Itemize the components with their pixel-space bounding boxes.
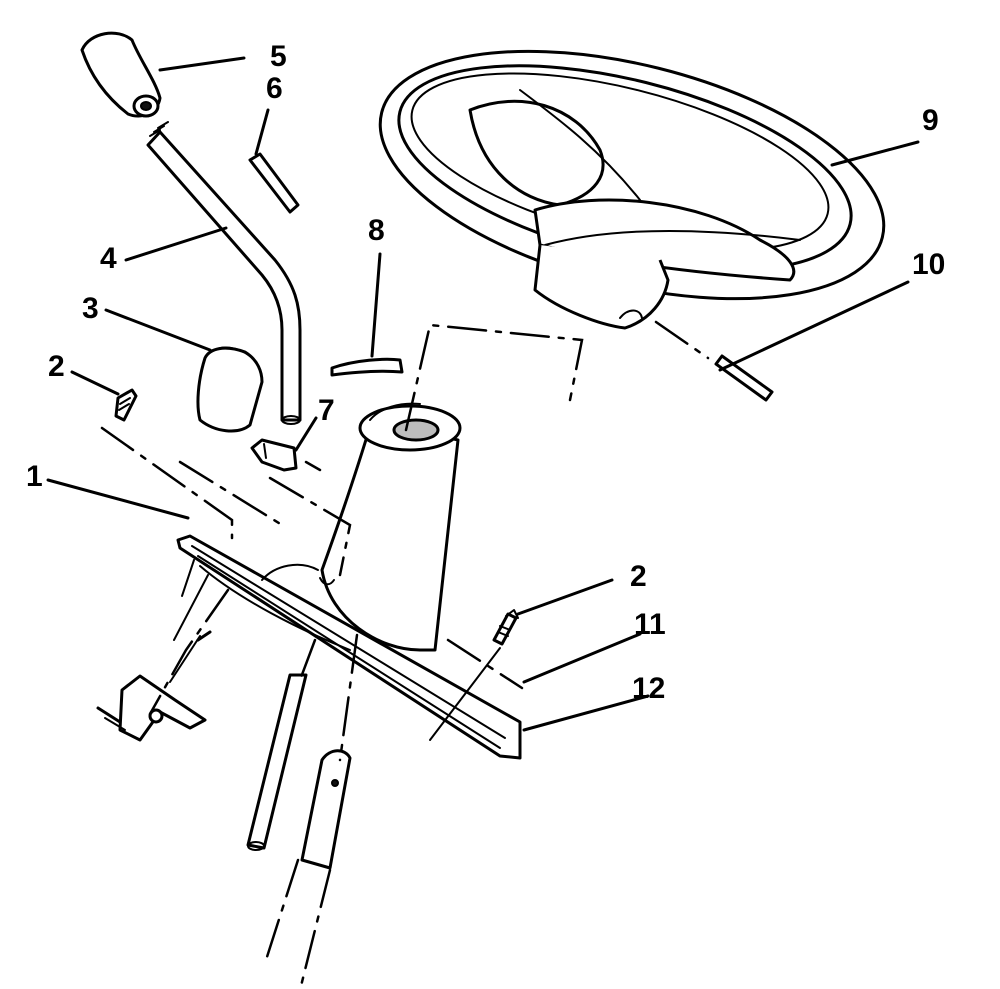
callout-7: 7	[318, 394, 335, 427]
screw-left	[114, 388, 138, 422]
callout-8: 8	[368, 214, 385, 247]
shift-lever	[146, 121, 302, 425]
decal	[330, 357, 404, 377]
callout-labels: 5 6 4 3 2 1 8 7 9 10 2 11 12	[26, 40, 945, 705]
screw-right	[492, 609, 519, 646]
column-housing	[320, 402, 462, 652]
shift-boot	[196, 346, 264, 433]
steering-wheel	[378, 49, 886, 330]
dash-panel	[176, 534, 522, 760]
callout-6: 6	[266, 72, 283, 105]
callout-2-left: 2	[48, 350, 65, 383]
callout-5: 5	[270, 40, 287, 73]
steering-shaft	[300, 749, 352, 870]
callout-12: 12	[632, 672, 665, 705]
shift-knob	[80, 31, 162, 118]
callout-9: 9	[922, 104, 939, 137]
wheel-pin	[714, 354, 774, 402]
linkage-bracket	[96, 630, 212, 742]
leader-lines	[46, 56, 920, 732]
callout-3: 3	[82, 292, 99, 325]
callout-10: 10	[912, 248, 945, 281]
assembly-centerlines	[100, 320, 710, 989]
roll-pin	[248, 152, 300, 214]
lower-rod	[246, 673, 308, 851]
callout-4: 4	[100, 242, 117, 275]
callout-11: 11	[634, 608, 666, 641]
lever-clip	[250, 438, 298, 472]
callout-1: 1	[26, 460, 43, 493]
callout-2-right: 2	[630, 560, 647, 593]
